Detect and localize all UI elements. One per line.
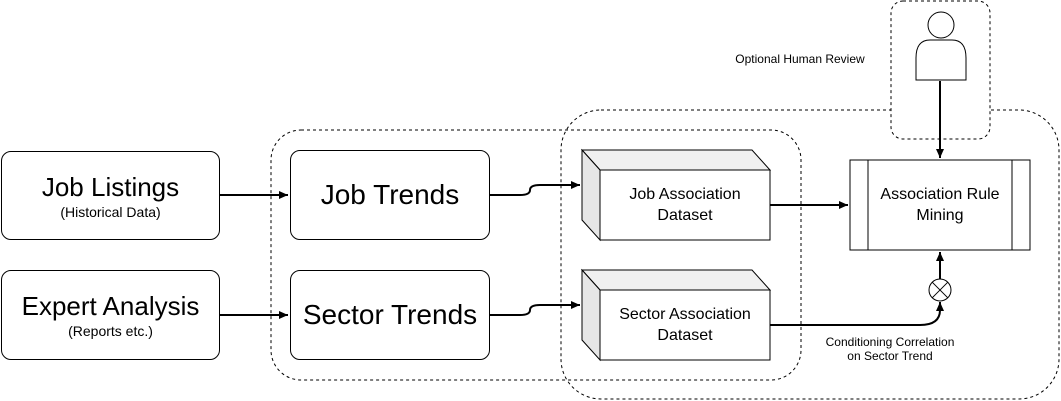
sector-association-line2: Dataset — [657, 327, 713, 344]
job-association-line1: Job Association — [629, 186, 741, 203]
conditioning-line2: on Sector Trend — [847, 349, 933, 363]
job-trends-node: Job Trends — [290, 150, 490, 240]
sector-trends-node: Sector Trends — [290, 270, 490, 360]
sector-association-cube — [580, 268, 772, 362]
expert-analysis-title: Expert Analysis — [21, 291, 200, 321]
job-association-line2: Dataset — [657, 207, 713, 224]
association-rule-mining-line2: Mining — [916, 207, 964, 224]
conditioning-label: Conditioning Correlation on Sector Trend — [795, 335, 985, 363]
expert-analysis-node: Expert Analysis (Reports etc.) — [1, 270, 220, 360]
association-rule-mining-line1: Association Rule — [880, 186, 1000, 203]
edge-job-trends-to-job-assoc — [490, 181, 580, 196]
sector-association-line1: Sector Association — [619, 306, 751, 323]
association-rule-mining-label: Association Rule Mining — [868, 160, 1012, 250]
job-listings-subtitle: (Historical Data) — [60, 203, 161, 220]
sector-trends-title: Sector Trends — [302, 299, 478, 330]
mining-group-outline — [560, 109, 1060, 400]
human-review-label: Optional Human Review — [735, 52, 865, 66]
edge-sector-assoc-to-combine — [770, 302, 944, 326]
association-rule-mining-box — [849, 159, 1031, 251]
conditioning-line1: Conditioning Correlation — [825, 335, 955, 349]
expert-analysis-subtitle: (Reports etc.) — [68, 323, 153, 339]
circled-times-icon — [928, 278, 952, 302]
sector-association-label: Sector Association Dataset — [600, 290, 770, 360]
edge-sector-trends-to-sector-assoc — [490, 301, 580, 316]
job-listings-node: Job Listings (Historical Data) — [1, 151, 220, 240]
job-association-label: Job Association Dataset — [600, 170, 770, 240]
person-icon — [915, 11, 967, 81]
job-listings-title: Job Listings — [41, 171, 180, 202]
job-trends-title: Job Trends — [320, 179, 460, 210]
trends-group-outline — [270, 129, 802, 381]
job-association-cube — [580, 148, 772, 242]
